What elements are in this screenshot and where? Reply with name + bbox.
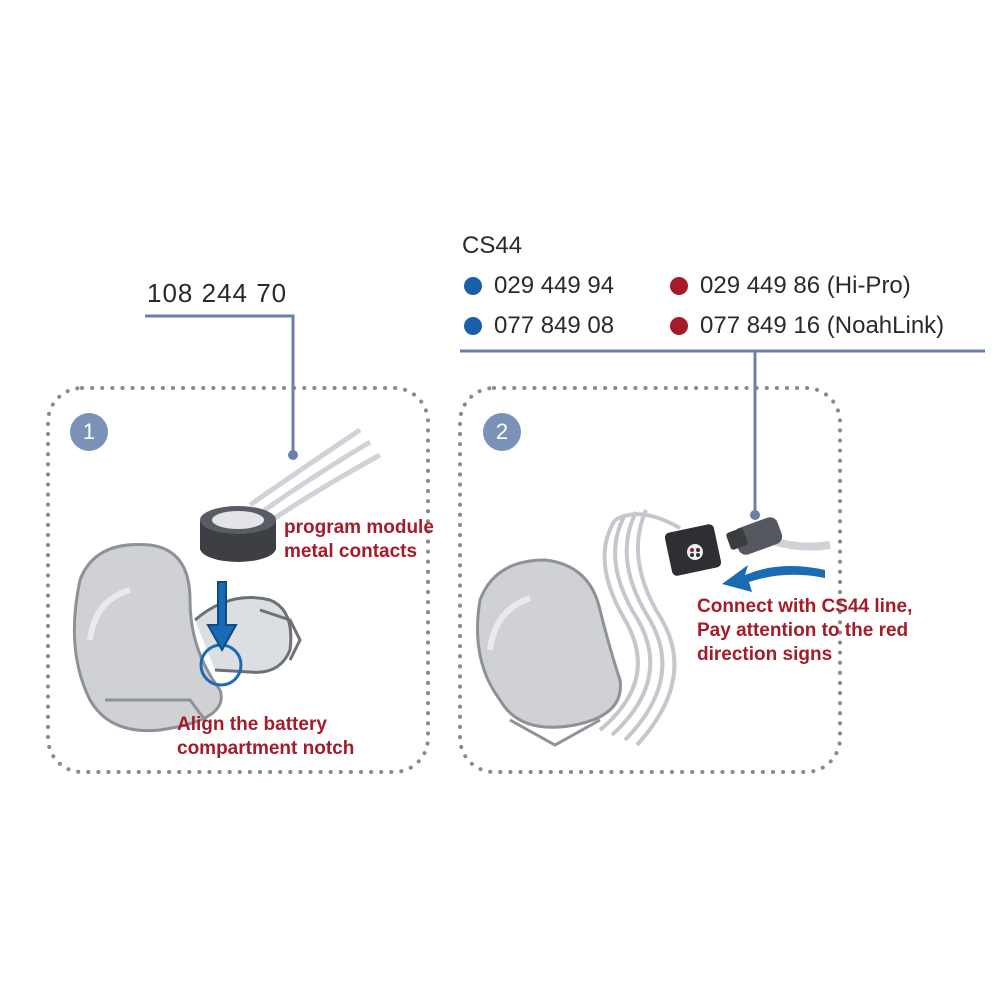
cs44-title: CS44 bbox=[462, 232, 523, 259]
annotation-line: Connect with CS44 line, bbox=[697, 596, 913, 617]
cable-item: 029 449 86 (Hi-Pro) bbox=[670, 272, 911, 300]
step1-part-number: 108 244 70 bbox=[147, 278, 288, 308]
step1-leader-dot bbox=[288, 450, 298, 460]
cable-code: 077 849 16 (NoahLink) bbox=[700, 312, 945, 339]
program-module-icon bbox=[200, 506, 276, 562]
annotation-line: direction signs bbox=[697, 644, 833, 665]
red-dot-icon bbox=[670, 317, 688, 335]
blue-dot-icon bbox=[464, 277, 482, 295]
program-module-annotation: program module metal contacts bbox=[284, 516, 434, 564]
step1-leader-line bbox=[145, 314, 295, 455]
cable-code: 029 449 86 (Hi-Pro) bbox=[700, 272, 911, 299]
connect-arrow-icon bbox=[722, 565, 825, 592]
step1-hearing-aid-icon bbox=[72, 542, 302, 733]
cable-code: 077 849 08 bbox=[494, 312, 615, 339]
step2-frame bbox=[458, 386, 842, 774]
annotation-line: program module bbox=[284, 517, 434, 538]
annotation-line: compartment notch bbox=[177, 738, 355, 759]
annotation-line: Pay attention to the red bbox=[697, 620, 909, 641]
cs44-cable-end-icon bbox=[726, 517, 831, 555]
step2-hearing-aid-icon bbox=[476, 558, 622, 747]
connector-plug-icon bbox=[664, 524, 722, 576]
insert-arrow-icon bbox=[206, 581, 238, 653]
cable-item: 077 849 08 bbox=[464, 312, 614, 340]
step2-leader-line bbox=[460, 349, 985, 515]
step1-frame bbox=[46, 386, 430, 774]
annotation-line: metal contacts bbox=[284, 541, 418, 562]
battery-notch-annotation: Align the battery compartment notch bbox=[177, 713, 354, 761]
step1-cable-icon bbox=[248, 427, 382, 521]
step2-badge: 2 bbox=[483, 413, 521, 451]
cs44-connect-annotation: Connect with CS44 line, Pay attention to… bbox=[697, 595, 912, 667]
step1-badge: 1 bbox=[70, 413, 108, 451]
blue-dot-icon bbox=[464, 317, 482, 335]
cable-item: 077 849 16 (NoahLink) bbox=[670, 312, 944, 340]
red-dot-icon bbox=[670, 277, 688, 295]
step2-leader-dot bbox=[750, 510, 760, 520]
cable-code: 029 449 94 bbox=[494, 272, 615, 299]
ribbon-cable-icon bbox=[598, 509, 681, 747]
annotation-line: Align the battery bbox=[177, 714, 327, 735]
cable-item: 029 449 94 bbox=[464, 272, 614, 300]
